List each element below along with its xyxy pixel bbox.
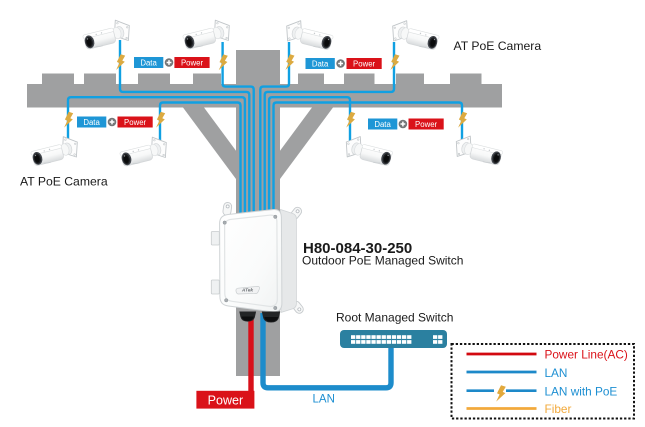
svg-text:LAN: LAN	[545, 366, 568, 380]
svg-text:Data: Data	[140, 58, 157, 67]
svg-text:Fiber: Fiber	[545, 402, 572, 416]
svg-text:Power Line(AC): Power Line(AC)	[545, 348, 628, 362]
svg-text:Power: Power	[124, 118, 147, 127]
svg-text:Data: Data	[312, 59, 329, 68]
svg-text:Power: Power	[353, 59, 376, 68]
svg-text:Root Managed Switch: Root Managed Switch	[336, 311, 453, 325]
svg-text:LAN: LAN	[313, 394, 335, 406]
svg-text:Power: Power	[181, 58, 204, 67]
svg-text:H80-084-30-250: H80-084-30-250	[303, 240, 412, 257]
svg-text:Outdoor PoE Managed Switch: Outdoor PoE Managed Switch	[302, 254, 463, 268]
svg-text:AT PoE Camera: AT PoE Camera	[454, 39, 542, 53]
svg-text:Power: Power	[415, 120, 438, 129]
svg-text:LAN with PoE: LAN with PoE	[545, 384, 618, 398]
svg-text:ATek: ATek	[241, 288, 254, 294]
svg-text:AT PoE Camera: AT PoE Camera	[20, 175, 108, 189]
svg-text:Data: Data	[374, 120, 391, 129]
svg-text:Data: Data	[83, 118, 100, 127]
svg-text:Power: Power	[208, 394, 243, 408]
